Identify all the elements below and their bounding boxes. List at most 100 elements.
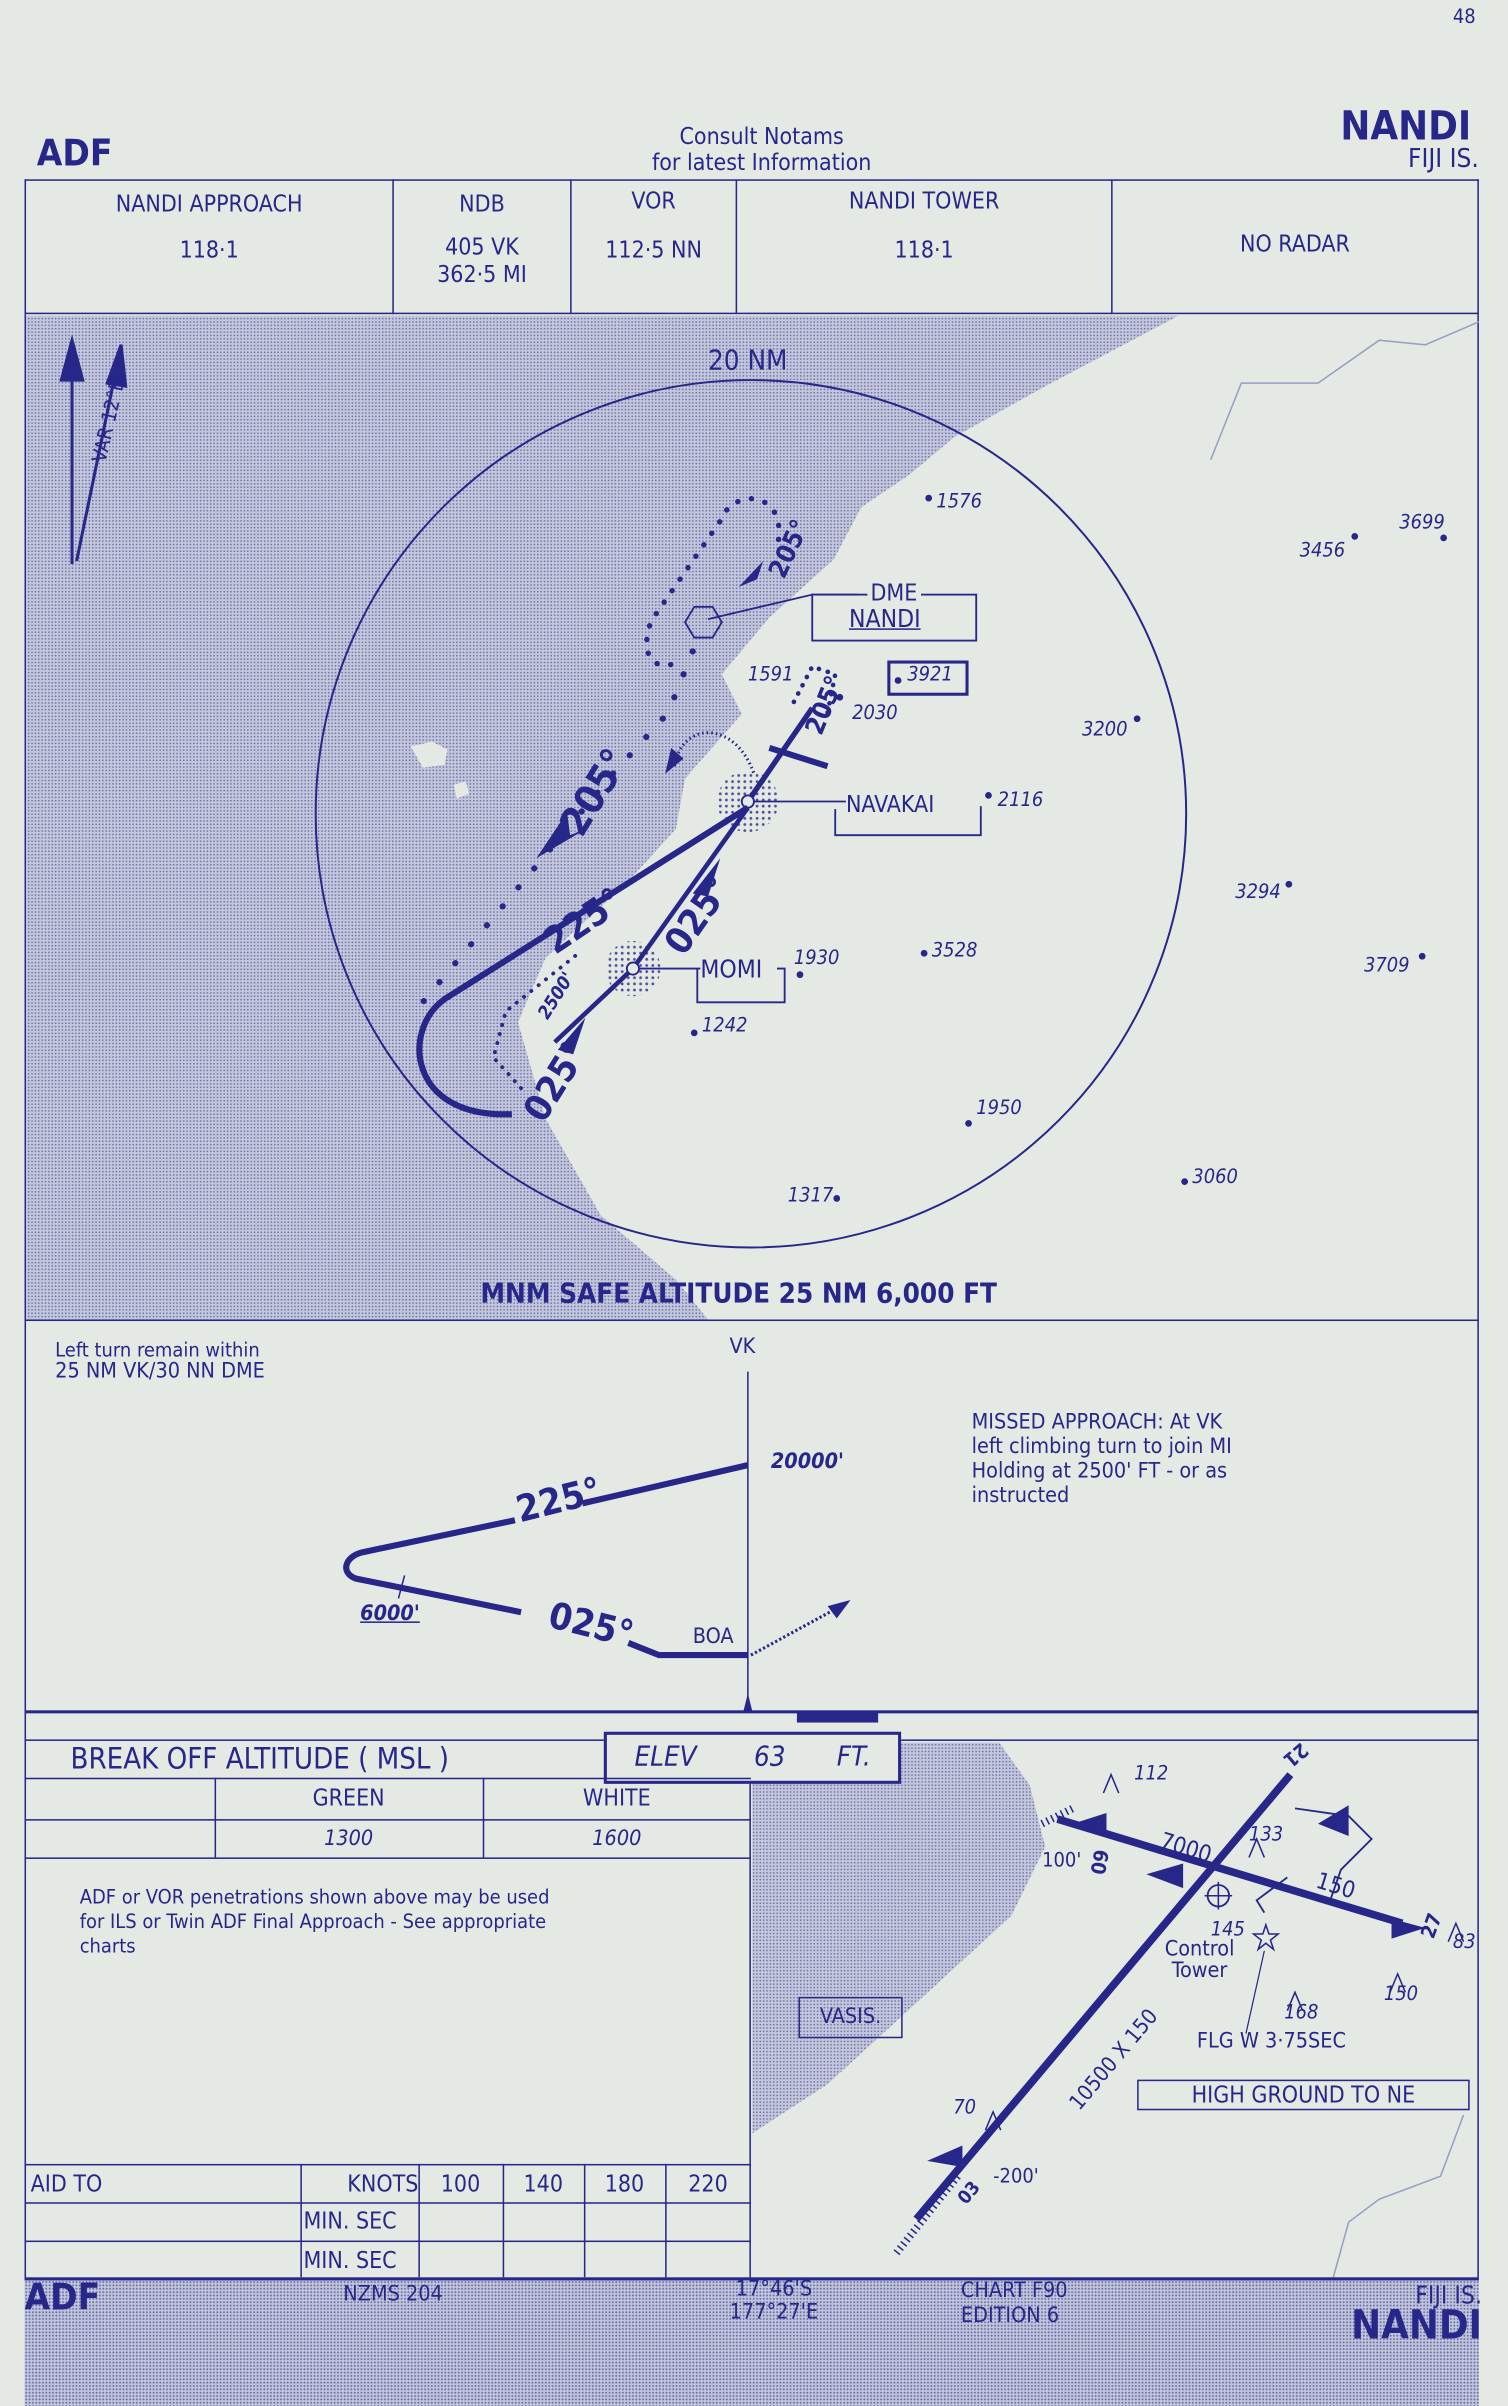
divider (482, 1777, 485, 1858)
divider (24, 2163, 751, 2166)
spot-height: 3294 (1235, 881, 1281, 905)
radar-status: NO RADAR (1111, 179, 1479, 315)
track-arrow-icon (665, 747, 684, 774)
spot-height-dot (796, 971, 804, 979)
holding-pattern (644, 496, 782, 668)
ring-label: 20 NM (708, 344, 788, 377)
spot-height: 1591 (747, 663, 794, 687)
track-arrow-icon (557, 1017, 586, 1055)
runway-bar (796, 1711, 879, 1723)
divider (24, 1777, 751, 1780)
20nm-ring (314, 379, 1188, 1249)
spot-height-dot (920, 949, 928, 957)
obstacle-height: 150 (1383, 1983, 1419, 2007)
divider (24, 1710, 1479, 1714)
profile-note-1: Left turn remain within (55, 1339, 260, 1363)
dme-name: NANDI (849, 603, 921, 633)
speed-100: 100 (440, 2170, 481, 2198)
island (410, 741, 469, 799)
minima-green-value: 1300 (324, 1826, 374, 1852)
track-arrow-icon (692, 858, 721, 897)
dme-hexagon (683, 605, 723, 639)
approach-lights (893, 1804, 1075, 2256)
time-row-label: MIN. SEC (303, 2206, 397, 2235)
spot-height-dot (1133, 715, 1141, 723)
spot-height-dot (985, 792, 992, 799)
beacon-leader (1245, 1950, 1265, 2034)
navakai-box (834, 806, 982, 837)
frame-right (1477, 1321, 1479, 2279)
dme-label: DME (867, 579, 921, 607)
profile-225-leg (343, 1462, 749, 1616)
momi-ndb-icon (625, 961, 640, 976)
holding-arrow-icon (738, 560, 764, 587)
obstacle-icon (1248, 1837, 1266, 1858)
navakai-ndb-icon (740, 794, 755, 809)
obstacle-height: 168 (1284, 2001, 1319, 2025)
obstacle-icon (1286, 1990, 1304, 2011)
far-coast (1209, 321, 1480, 461)
obstacle-height: 133 (1249, 1823, 1284, 1847)
divider (24, 1857, 751, 1859)
threshold-elev-200: -200' (993, 2165, 1039, 2189)
missed-arrow-icon (827, 1599, 851, 1619)
profile-note-2: 25 NM VK/30 NN DME (55, 1359, 265, 1384)
vasis-arrow-icon (927, 1805, 1426, 2167)
spot-height-dot (894, 677, 902, 684)
beacon-star-icon (1251, 1922, 1281, 1952)
missed-approach-dotted (750, 1607, 836, 1657)
vasis-label: VASIS. (798, 1996, 903, 2039)
runway-09-27 (1056, 1815, 1404, 1927)
obstacle-height: 83 (1452, 1930, 1476, 1954)
spot-height-dot (836, 693, 844, 701)
divider (583, 2163, 586, 2278)
obstacle-icon (1447, 1921, 1465, 1942)
spot-height: 3528 (931, 939, 978, 963)
spot-3921-box (887, 660, 969, 696)
spot-height: 2116 (997, 789, 1044, 813)
spot-height: 3200 (1081, 718, 1128, 742)
footer-country: FIJI IS. (1415, 2280, 1482, 2310)
footer-band (24, 2277, 1479, 2406)
spot-height-dot (1440, 534, 1448, 542)
obstacle-height: 112 (1134, 1762, 1169, 1786)
aid-to-label: AID TO (30, 2170, 103, 2198)
notam-line-2: for latest Information (651, 148, 872, 177)
divider (665, 2163, 667, 2278)
profile-boa: BOA (692, 1624, 734, 1649)
elevation-box: ELEV 63 FT. (603, 1731, 902, 1784)
spot-height-dot (1181, 1178, 1189, 1185)
footer-airport: NANDI (1351, 2303, 1482, 2350)
spot-height: 3456 (1299, 539, 1346, 563)
aerodrome-coast-east (1332, 2114, 1465, 2278)
break-off-title: BREAK OFF ALTITUDE ( MSL ) (70, 1742, 450, 1777)
time-row-label: MIN. SEC (303, 2246, 397, 2275)
divider (24, 2240, 751, 2243)
aerodrome-ref-cross (1204, 1881, 1233, 1910)
track-arrow-icon (536, 812, 589, 859)
spot-height: 3709 (1363, 954, 1410, 978)
page-number: 48 (1452, 6, 1476, 30)
speed-180: 180 (604, 2170, 645, 2198)
spot-height-dot (965, 1119, 972, 1127)
footer-procedure: ADF (24, 2275, 101, 2319)
track-2500-dotted (491, 948, 585, 1091)
obstacle-icon (1389, 1971, 1407, 1993)
speed-220: 220 (688, 2170, 728, 2198)
profile-alt-top: 20000' (770, 1449, 844, 1475)
spot-height: 1950 (976, 1097, 1022, 1121)
knots-label: KNOTS (347, 2170, 419, 2198)
spot-height: 1576 (936, 490, 982, 514)
frame-left (24, 1321, 27, 2279)
spot-height-dot (925, 494, 933, 502)
spot-height-dot (833, 1195, 841, 1202)
spot-height-dot (1418, 952, 1426, 960)
navakai-label: NAVAKAI (845, 790, 935, 819)
notam-line-1: Consult Notams (679, 122, 844, 151)
